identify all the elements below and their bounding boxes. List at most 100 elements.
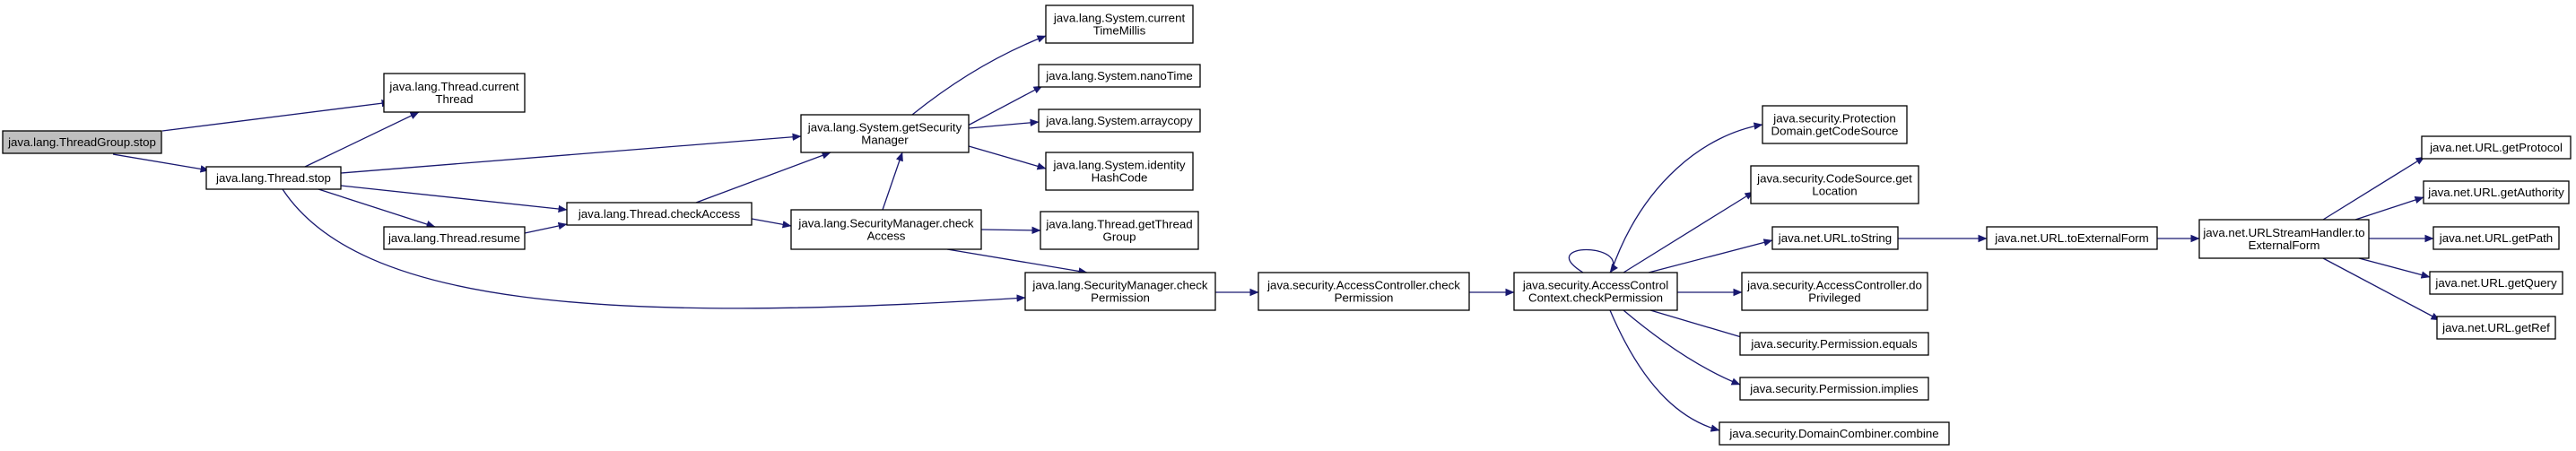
node-box [800, 114, 970, 153]
node-label: Thread [435, 92, 473, 106]
node-label: java.net.URL.getQuery [2434, 276, 2557, 290]
node-label: Manager [861, 134, 909, 147]
node-thread-stop[interactable]: java.lang.Thread.stop [205, 166, 342, 190]
edge-accesscontrolcontext-checkpermission-to-permission-equals [1649, 309, 1754, 343]
edge-thread-stop-to-thread-currentthread [304, 111, 420, 168]
node-box [1513, 272, 1678, 311]
node-box [1739, 377, 1929, 401]
node-box [1024, 272, 1216, 311]
node-box [1771, 226, 1899, 250]
node-label: java.net.URL.toExternalForm [1994, 231, 2148, 245]
node-box [1741, 272, 1928, 311]
node-label: java.security.DomainCombiner.combine [1728, 427, 1938, 440]
node-protectiondomain-getcodesource[interactable]: java.security.ProtectionDomain.getCodeSo… [1762, 105, 1908, 144]
node-box [2429, 271, 2563, 295]
node-label: java.security.AccessControl [1522, 279, 1668, 292]
edge-thread-stop-to-system-getsecuritymanager [340, 133, 802, 174]
node-label: Context.checkPermission [1528, 291, 1663, 305]
node-box [205, 166, 342, 190]
edge-threadgroup-stop-to-thread-stop [112, 153, 210, 173]
node-box [1038, 64, 1201, 88]
node-label: java.security.AccessController.check [1266, 279, 1460, 292]
node-label: java.net.URL.getAuthority [2427, 186, 2564, 199]
edge-securitymanager-checkaccess-to-securitymanager-checkpermission [946, 248, 1088, 275]
node-label: java.lang.System.nanoTime [1045, 69, 1193, 82]
node-permission-equals[interactable]: java.security.Permission.equals [1739, 332, 1929, 356]
node-label: Privileged [1808, 291, 1860, 305]
node-label: java.net.URL.getPath [2439, 231, 2553, 245]
edge-urlstreamhandler-toexternalform-to-url-getprotocol [2322, 156, 2425, 221]
node-box [1040, 211, 1199, 250]
edge-thread-stop-to-thread-checkaccess [340, 185, 568, 213]
edge-thread-stop-to-thread-resume [318, 188, 436, 229]
node-label: java.net.URL.getProtocol [2429, 141, 2563, 154]
node-label: java.lang.Thread.getThread [1045, 218, 1192, 231]
node-label: java.lang.SecurityManager.check [797, 217, 973, 230]
node-label: Domain.getCodeSource [1771, 125, 1899, 138]
node-box [1739, 332, 1929, 356]
node-label: java.lang.ThreadGroup.stop [7, 135, 156, 149]
node-url-getquery[interactable]: java.net.URL.getQuery [2429, 271, 2563, 295]
edge-accesscontrolcontext-checkpermission-to-domaincombiner-combine [1609, 309, 1720, 432]
node-domaincombiner-combine[interactable]: java.security.DomainCombiner.combine [1719, 421, 1950, 446]
node-label: java.security.Permission.equals [1750, 337, 1918, 351]
node-permission-implies[interactable]: java.security.Permission.implies [1739, 377, 1929, 401]
node-box [1045, 152, 1194, 191]
node-accesscontrolcontext-checkpermission[interactable]: java.security.AccessControlContext.check… [1513, 272, 1678, 311]
node-box [2423, 180, 2570, 204]
node-box [2, 130, 162, 154]
node-thread-resume[interactable]: java.lang.Thread.resume [383, 226, 526, 250]
edge-thread-checkaccess-to-securitymanager-checkaccess [751, 218, 792, 229]
edge-accesscontrolcontext-checkpermission-to-accesscontrolcontext-checkpermission [1568, 248, 1619, 273]
node-box [2421, 135, 2572, 160]
node-label: TimeMillis [1093, 24, 1146, 38]
node-url-getpath[interactable]: java.net.URL.getPath [2432, 226, 2560, 250]
node-securitymanager-checkpermission[interactable]: java.lang.SecurityManager.checkPermissio… [1024, 272, 1216, 311]
node-system-arraycopy[interactable]: java.lang.System.arraycopy [1038, 108, 1201, 133]
node-label: java.lang.SecurityManager.check [1031, 279, 1207, 292]
node-system-nanotime[interactable]: java.lang.System.nanoTime [1038, 64, 1201, 88]
node-box [1986, 226, 2158, 250]
node-box [566, 202, 753, 226]
node-url-getref[interactable]: java.net.URL.getRef [2436, 316, 2556, 340]
node-box [1762, 105, 1908, 144]
node-box [1258, 272, 1470, 311]
edge-accesscontrolcontext-checkpermission-to-url-tostring [1648, 239, 1773, 273]
node-box [2436, 316, 2556, 340]
node-label: Group [1103, 230, 1136, 244]
node-accesscontroller-doprivileged[interactable]: java.security.AccessController.doPrivile… [1741, 272, 1928, 311]
node-thread-checkaccess[interactable]: java.lang.Thread.checkAccess [566, 202, 753, 226]
node-urlstreamhandler-toexternalform[interactable]: java.net.URLStreamHandler.toExternalForm [2198, 219, 2370, 259]
node-label: java.net.URL.getRef [2441, 321, 2550, 334]
node-securitymanager-checkaccess[interactable]: java.lang.SecurityManager.checkAccess [790, 209, 982, 250]
node-label: java.net.URLStreamHandler.to [2202, 226, 2364, 239]
node-threadgroup-stop[interactable]: java.lang.ThreadGroup.stop [2, 130, 162, 154]
node-label: java.security.Protection [1772, 112, 1895, 126]
node-label: java.lang.Thread.resume [387, 231, 520, 245]
node-label: java.lang.System.getSecurity [807, 121, 962, 134]
edge-accesscontrolcontext-checkpermission-to-permission-implies [1623, 309, 1741, 386]
node-label: java.lang.System.identity [1052, 159, 1185, 172]
node-label: java.security.AccessController.do [1746, 279, 1922, 292]
edge-system-getsecuritymanager-to-system-identityhashcode [968, 145, 1047, 170]
node-url-getauthority[interactable]: java.net.URL.getAuthority [2423, 180, 2570, 204]
node-accesscontroller-checkpermission[interactable]: java.security.AccessController.checkPerm… [1258, 272, 1470, 311]
node-url-getprotocol[interactable]: java.net.URL.getProtocol [2421, 135, 2572, 160]
node-label: ExternalForm [2249, 239, 2320, 252]
node-box [383, 73, 526, 113]
node-label: HashCode [1092, 171, 1148, 185]
node-box [1045, 4, 1194, 44]
node-url-toexternalform[interactable]: java.net.URL.toExternalForm [1986, 226, 2158, 250]
node-url-tostring[interactable]: java.net.URL.toString [1771, 226, 1899, 250]
node-box [2432, 226, 2560, 250]
nodes-layer: java.lang.ThreadGroup.stop java.lang.Thre… [2, 4, 2572, 446]
node-label: java.lang.Thread.current [388, 80, 518, 93]
edge-thread-stop-to-securitymanager-checkpermission [282, 188, 1026, 309]
